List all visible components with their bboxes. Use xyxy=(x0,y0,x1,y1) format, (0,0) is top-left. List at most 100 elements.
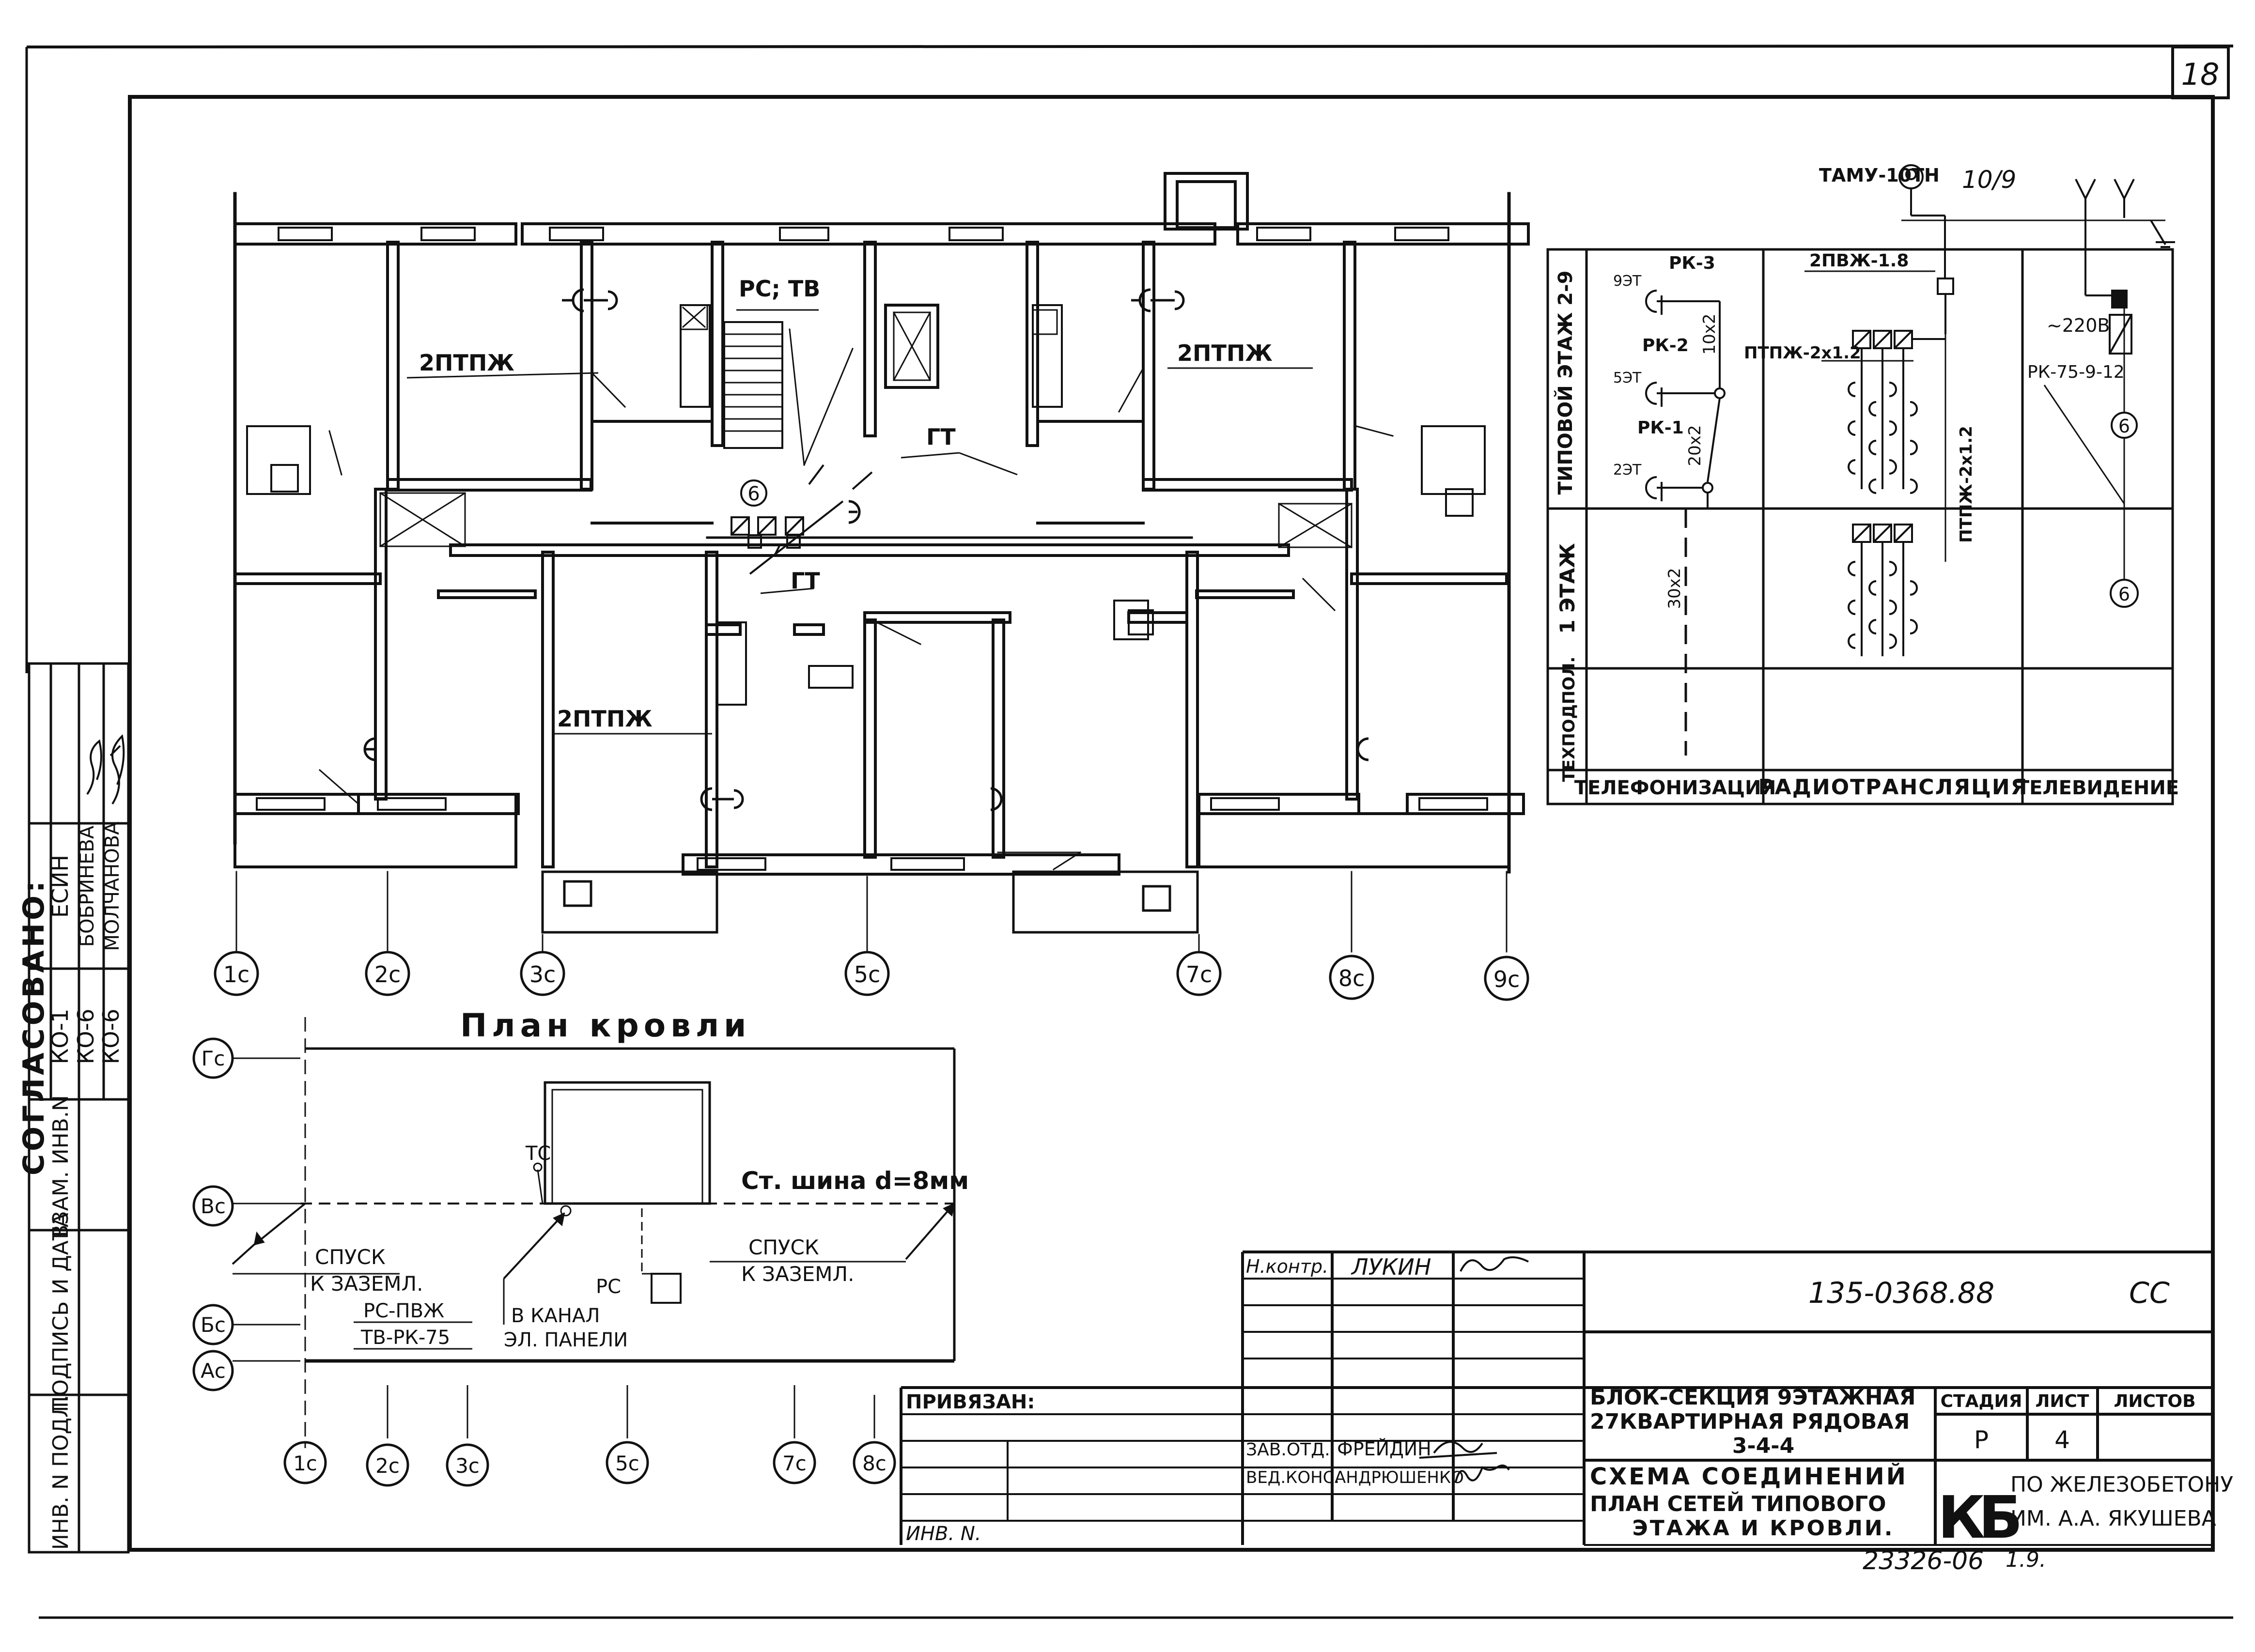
doc-suffix: СС xyxy=(2129,1276,2170,1310)
lead-name: АНДРЮШЕНКО xyxy=(1335,1468,1464,1487)
approval-code-3: КО-6 xyxy=(98,1009,124,1065)
drawing-line-2: ПЛАН СЕТЕЙ ТИПОВОГО xyxy=(1590,1491,1886,1516)
approval-stamp xyxy=(28,662,130,1554)
phone-pairs-20: 20x2 xyxy=(1685,425,1705,466)
svg-text:3с: 3с xyxy=(455,1454,480,1478)
stamp-signature-date: ПОДПИСЬ И ДАТА xyxy=(48,1213,73,1412)
approval-name-3: МОЛЧАНОВА xyxy=(101,821,124,951)
phone-column xyxy=(1645,290,1726,756)
axis-marker: 8с xyxy=(1329,955,1374,1000)
room-label-left: 2ПТПЖ xyxy=(419,350,514,376)
outlet-icon xyxy=(848,500,861,524)
title-block-grid xyxy=(900,1251,2211,1545)
page-number-box: 18 xyxy=(2171,46,2230,99)
axis-marker: 2с xyxy=(366,1443,409,1487)
roof-bus-label: Ст. шина d=8мм xyxy=(741,1167,969,1195)
inv-label: ИНВ. N. xyxy=(906,1523,981,1545)
axis-marker: Ас xyxy=(192,1350,234,1391)
roof-channel-2: ЭЛ. ПАНЕЛИ xyxy=(504,1329,628,1351)
svg-text:6: 6 xyxy=(2118,416,2130,437)
outlet-icon xyxy=(562,288,618,312)
svg-text:7с: 7с xyxy=(1186,961,1213,988)
axis-marker: 3с xyxy=(520,951,565,996)
norm-control-signature xyxy=(1460,1256,1529,1272)
column-radio: РАДИОТРАНСЛЯЦИЯ xyxy=(1758,775,2028,800)
archive-subnumber: 1.9. xyxy=(2006,1547,2046,1572)
building-line-3: 3-4-4 xyxy=(1732,1434,1794,1458)
radio-column xyxy=(1804,270,1946,656)
svg-text:5с: 5с xyxy=(615,1451,639,1475)
axis-marker: Бс xyxy=(192,1304,234,1345)
archive-number: 23326-06 xyxy=(1863,1546,1984,1575)
floor-plan-walls xyxy=(233,172,1530,934)
axis-marker: 5с xyxy=(606,1441,649,1484)
phone-floor-9: 9ЭТ xyxy=(1613,273,1642,290)
stage-value: Р xyxy=(1974,1426,1989,1454)
phone-floor-2: 2ЭТ xyxy=(1613,462,1642,479)
phone-floor-5: 5ЭТ xyxy=(1613,370,1642,386)
approval-heading: СОГЛАСОВАНО: xyxy=(17,878,51,1175)
column-phone: ТЕЛЕФОНИЗАЦИЯ xyxy=(1574,777,1776,799)
svg-text:6: 6 xyxy=(2118,584,2130,605)
axis-marker: 8с xyxy=(853,1441,896,1484)
building-line-1: БЛОК-СЕКЦИЯ 9ЭТАЖНАЯ xyxy=(1590,1385,1915,1410)
roof-down-left-2: К ЗАЗЕМЛ. xyxy=(310,1272,423,1296)
phone-rk2: РК-2 xyxy=(1642,336,1689,355)
sheet-value: 4 xyxy=(2054,1426,2070,1454)
phone-pairs-30: 30x2 xyxy=(1665,568,1684,609)
stair-treads xyxy=(723,328,854,466)
head-name: ФРЕЙДИН xyxy=(1337,1438,1431,1460)
title-block-rows xyxy=(901,1278,2211,1546)
schematic-row-typical: ТИПОВОЙ ЭТАЖ 2-9 xyxy=(1554,271,1577,495)
vent-shafts xyxy=(379,304,1353,549)
stair-label: РС; ТВ xyxy=(739,276,820,302)
svg-text:3с: 3с xyxy=(529,961,556,988)
approval-name-1: ЕСИН xyxy=(47,855,73,918)
axis-marker: 5с xyxy=(844,951,890,996)
tv-outlet-upper: 6 xyxy=(2111,412,2138,439)
roof-plan-title: План кровли xyxy=(460,1007,751,1044)
svg-text:Вс: Вс xyxy=(201,1194,226,1218)
axis-marker: 9с xyxy=(1484,956,1529,1001)
svg-text:2с: 2с xyxy=(374,961,401,988)
outlet-icon xyxy=(1131,288,1185,312)
svg-text:7с: 7с xyxy=(782,1451,807,1475)
outlet-icon xyxy=(990,787,1003,811)
phone-pairs-10: 10x2 xyxy=(1700,313,1719,355)
amplifier-ratio: 10/9 xyxy=(1962,166,2016,194)
svg-text:1с: 1с xyxy=(223,961,250,988)
phone-rk1: РК-1 xyxy=(1637,418,1684,438)
svg-text:5с: 5с xyxy=(854,961,881,988)
sheets-label: ЛИСТОВ xyxy=(2114,1391,2195,1411)
attached-label: ПРИВЯЗАН: xyxy=(906,1391,1035,1413)
schematic-row-ground: 1 ЭТАЖ xyxy=(1555,543,1579,633)
outlet-icon xyxy=(363,737,376,761)
drawing-line-1: СХЕМА СОЕДИНЕНИЙ xyxy=(1590,1463,1908,1490)
sheet-label: ЛИСТ xyxy=(2035,1391,2089,1411)
floor-axis-markers: 1с 2с 3с 5с 7с 8с 9с xyxy=(214,951,1529,1001)
svg-text:9с: 9с xyxy=(1493,966,1520,992)
lead-role: ВЕД.КОНС. xyxy=(1246,1468,1339,1487)
building-line-2: 27КВАРТИРНАЯ РЯДОВАЯ xyxy=(1590,1409,1910,1434)
roof-plan xyxy=(232,1017,956,1448)
roof-cable-2: ТВ-РК-75 xyxy=(360,1327,450,1349)
approval-signatures xyxy=(86,734,125,805)
axis-marker: 3с xyxy=(446,1443,489,1487)
radio-cable-branch: ПТПЖ-2x1.2 xyxy=(1744,343,1861,363)
riser-label-bottom: ГТ xyxy=(791,568,820,594)
org-line-1: ПО ЖЕЛЕЗОБЕТОНУ xyxy=(2010,1472,2233,1497)
roof-down-right-1: СПУСК xyxy=(748,1235,819,1259)
axis-marker: 1с xyxy=(214,951,259,996)
approval-code-1: КО-1 xyxy=(47,1009,73,1065)
page-number: 18 xyxy=(2181,57,2220,92)
room-label-right: 2ПТПЖ xyxy=(1177,340,1273,366)
phone-rk3: РК-3 xyxy=(1669,253,1715,273)
roof-cable-1: РС-ПВЖ xyxy=(363,1300,444,1322)
schematic-row-basement: ТЕХПОДПОЛ. xyxy=(1559,657,1579,782)
room-label-center: 2ПТПЖ xyxy=(557,706,653,732)
antenna-section xyxy=(1898,164,2175,579)
roof-col-axes: 1с 2с 3с 5с 7с 8с xyxy=(283,1441,896,1487)
head-signature xyxy=(1419,1441,1497,1459)
norm-control-name: ЛУКИН xyxy=(1351,1254,1431,1280)
